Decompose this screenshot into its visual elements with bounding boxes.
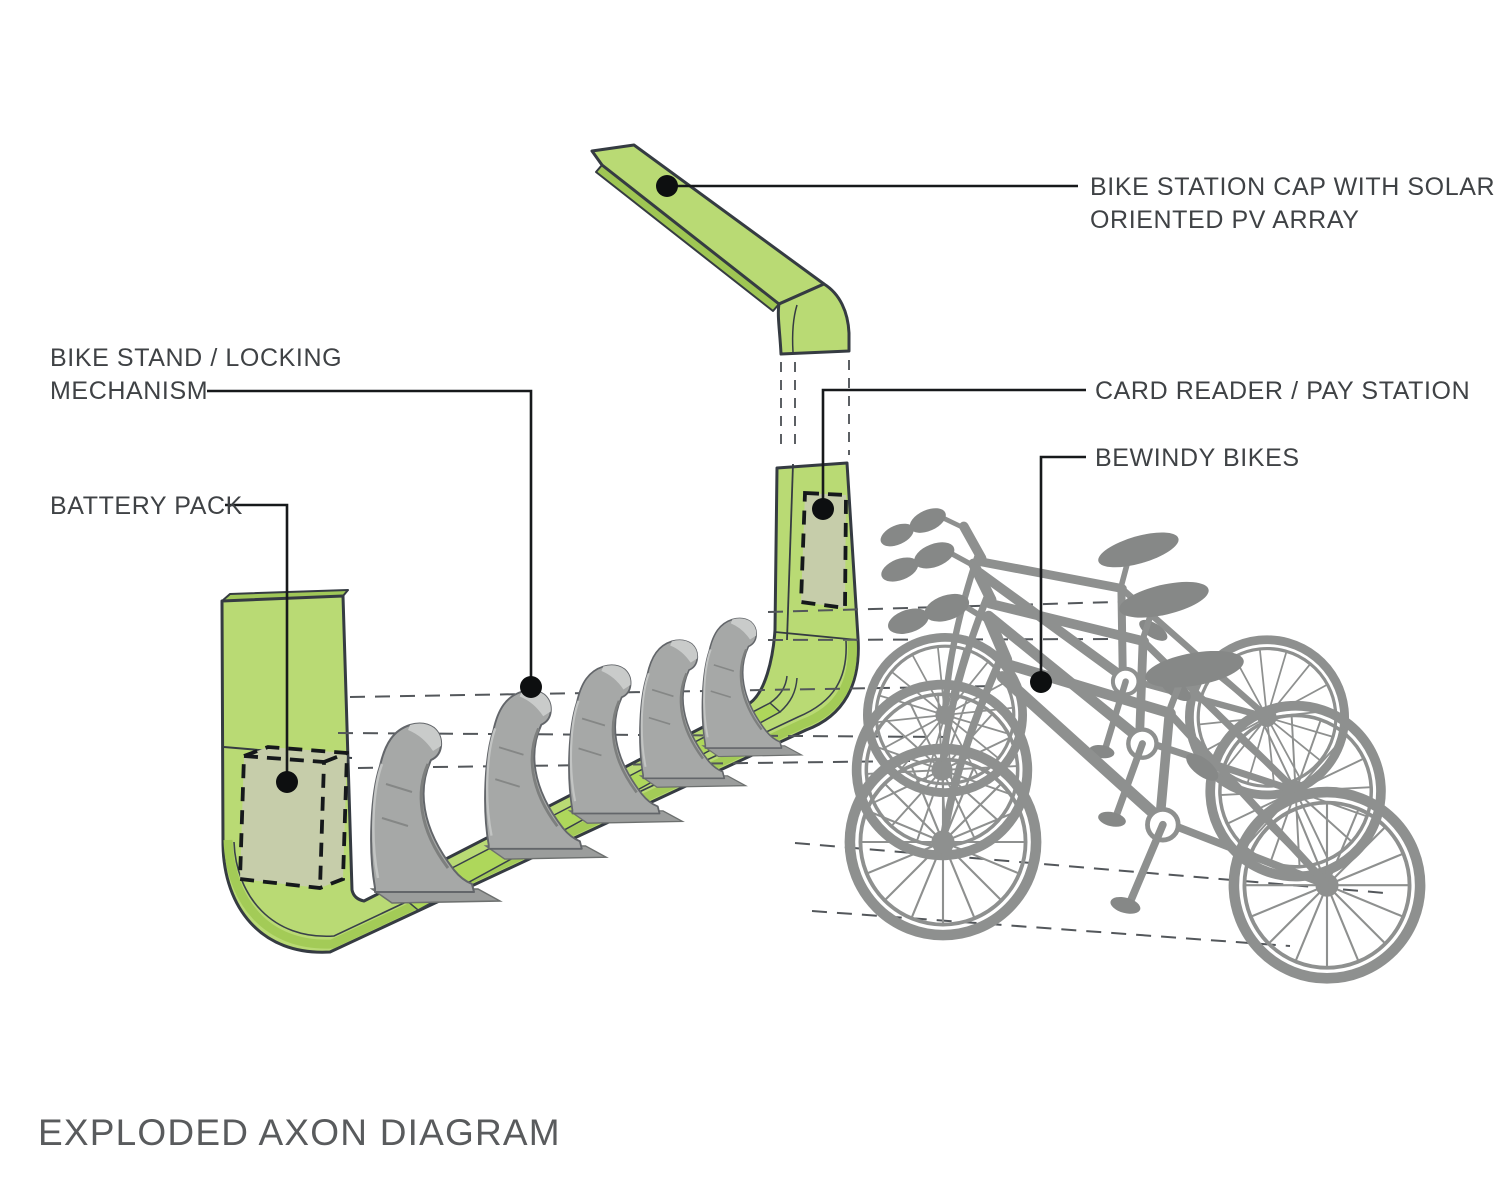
bike-station-cap — [590, 143, 851, 356]
callout-label-stand-line2: MECHANISM — [50, 377, 208, 405]
card-reader-outline — [799, 491, 848, 611]
callout-card-reader: CARD READER / PAY STATION — [812, 377, 1470, 520]
explode-guides — [780, 360, 850, 455]
callout-dot — [276, 771, 298, 793]
callout-label-bikes: BEWINDY BIKES — [1095, 444, 1300, 472]
station-silhouette — [220, 461, 860, 954]
leader-line — [207, 389, 533, 687]
rail-lip-edge — [233, 640, 847, 937]
callout-label-card-reader: CARD READER / PAY STATION — [1095, 377, 1470, 405]
bikes-group — [845, 464, 1421, 979]
projection-line — [357, 760, 911, 769]
callout-label-stand-line1: BIKE STAND / LOCKING — [50, 344, 342, 372]
battery-box-inner-edges — [243, 751, 348, 889]
callout-label-cap-line2: ORIENTED PV ARRAY — [1090, 206, 1360, 234]
battery-box-fill — [240, 747, 347, 888]
callout-cap: BIKE STATION CAP WITH SOLAR ORIENTED PV … — [656, 173, 1495, 234]
leader-line — [821, 388, 1086, 509]
callout-bikes: BEWINDY BIKES — [1030, 444, 1300, 693]
battery-box-outline — [238, 745, 349, 890]
leader-line — [1039, 455, 1086, 682]
card-reader-fill — [801, 493, 846, 608]
callout-dot — [812, 498, 834, 520]
callout-battery: BATTERY PACK — [50, 492, 298, 793]
callout-bike-stand: BIKE STAND / LOCKING MECHANISM — [50, 344, 542, 698]
column-fold-line — [786, 463, 794, 641]
page-title: EXPLODED AXON DIAGRAM — [38, 1112, 561, 1153]
battery-pack-box — [238, 745, 349, 890]
projection-line — [767, 600, 1151, 613]
callout-dot — [1030, 671, 1052, 693]
column-bend-crease — [774, 631, 859, 641]
cap-bend-face — [776, 282, 851, 356]
callout-dot — [656, 175, 678, 197]
callout-label-battery: BATTERY PACK — [50, 492, 243, 520]
leader-line — [225, 503, 289, 782]
cap-bend-lip — [791, 304, 798, 353]
cap-pv-face — [590, 143, 826, 306]
rail-rounded-lip — [223, 639, 857, 949]
callout-label-cap-line1: BIKE STATION CAP WITH SOLAR — [1090, 173, 1495, 201]
callout-dot — [520, 676, 542, 698]
channel-bend-lines — [769, 675, 798, 713]
card-reader-box — [799, 491, 848, 611]
